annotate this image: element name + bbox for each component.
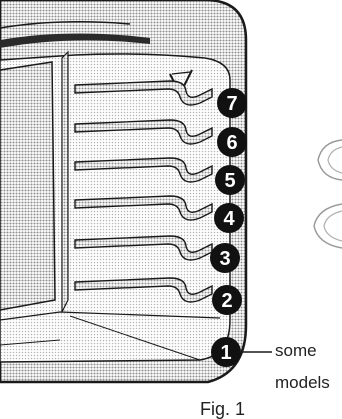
position-badge-6: 6 <box>217 127 247 157</box>
figure-caption: Fig. 1 <box>200 399 246 419</box>
control-knob-upper <box>317 139 342 181</box>
rack-rail-2 <box>74 277 213 303</box>
position-badge-7: 7 <box>217 88 247 118</box>
position-badge-1: 1 <box>211 337 241 367</box>
control-knob-lower <box>313 203 342 249</box>
position-number: 5 <box>224 170 235 192</box>
position-badge-5: 5 <box>215 165 245 195</box>
position-badge-circle <box>217 88 247 118</box>
heating-element <box>0 33 150 48</box>
position-badge-2: 2 <box>212 285 242 315</box>
position-number: 1 <box>220 342 231 364</box>
position-badge-4: 4 <box>214 203 244 233</box>
position-number: 7 <box>226 93 237 115</box>
position-number: 4 <box>223 208 235 230</box>
rack-rails <box>74 80 213 303</box>
rack-rail-6 <box>74 119 213 145</box>
note-some: some <box>275 341 317 360</box>
position-badge-circle <box>210 243 240 273</box>
position-badge-circle <box>214 203 244 233</box>
position-badge-circle <box>212 285 242 315</box>
rack-rail-5 <box>74 157 213 183</box>
oven-window <box>0 61 56 311</box>
rack-rail-4 <box>74 195 213 221</box>
note-models: models <box>275 373 330 392</box>
position-number: 3 <box>219 248 230 270</box>
position-badge-circle <box>215 165 245 195</box>
position-number: 2 <box>221 290 232 312</box>
cavity-floor <box>0 311 221 321</box>
position-number: 6 <box>226 132 237 154</box>
rack-rail-7 <box>74 80 213 106</box>
position-badge-3: 3 <box>210 243 240 273</box>
cavity-back-wall <box>61 50 69 313</box>
position-badge-circle <box>211 337 241 367</box>
position-badge-circle <box>217 127 247 157</box>
rack-position-badges: 1 2 3 4 5 6 7 <box>210 88 247 367</box>
